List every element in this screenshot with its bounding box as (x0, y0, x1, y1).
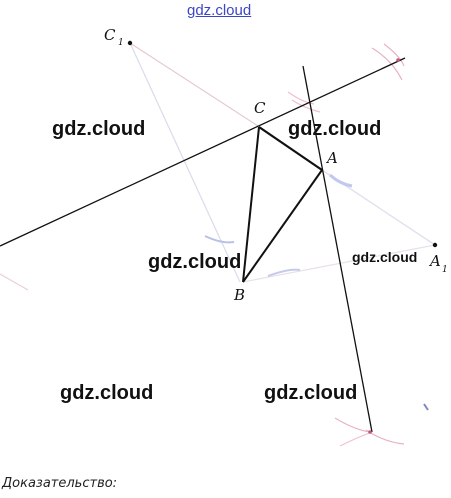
point-bottom-intersection (368, 430, 372, 434)
point-c1 (127, 40, 133, 46)
label-a1-subscript: 1 (442, 265, 448, 275)
watermark: gdz.cloud (148, 251, 242, 273)
triangle-side-ca (258, 126, 323, 171)
watermark: gdz.cloud (52, 118, 146, 140)
label-a1: A (428, 252, 441, 270)
pencil-stroke (328, 173, 353, 188)
label-a: A (325, 149, 338, 167)
point-top-intersection (396, 58, 400, 62)
watermark: gdz.cloud (60, 382, 154, 404)
pencil-stroke (423, 403, 429, 411)
pencil-stroke (204, 235, 235, 244)
label-c: C (254, 99, 266, 117)
arc-mark (291, 99, 321, 113)
watermark: gdz.cloud (352, 249, 418, 265)
watermark: gdz.cloud (288, 118, 382, 140)
line-through-c (0, 57, 406, 247)
construction-line-b-a1 (242, 244, 436, 283)
triangle-side-ab (242, 169, 323, 283)
label-c1: C (104, 26, 116, 44)
arc-mark (334, 417, 371, 433)
label-c1-subscript: 1 (118, 38, 124, 48)
arc-mark (339, 431, 373, 447)
pencil-stroke (267, 268, 301, 277)
triangle-side-bc (242, 126, 260, 283)
watermark: gdz.cloud (264, 382, 358, 404)
label-b: B (233, 286, 245, 304)
arc-mark (371, 47, 403, 81)
proof-caption: Доказательство: (2, 476, 118, 491)
construction-line-left (0, 273, 29, 291)
construction-line-c1-c (129, 42, 259, 127)
point-a1 (432, 242, 438, 248)
arc-mark (383, 43, 405, 67)
watermark-header[interactable]: gdz.cloud (187, 2, 252, 19)
perpendicular-line (302, 65, 373, 433)
arc-mark (287, 91, 315, 105)
